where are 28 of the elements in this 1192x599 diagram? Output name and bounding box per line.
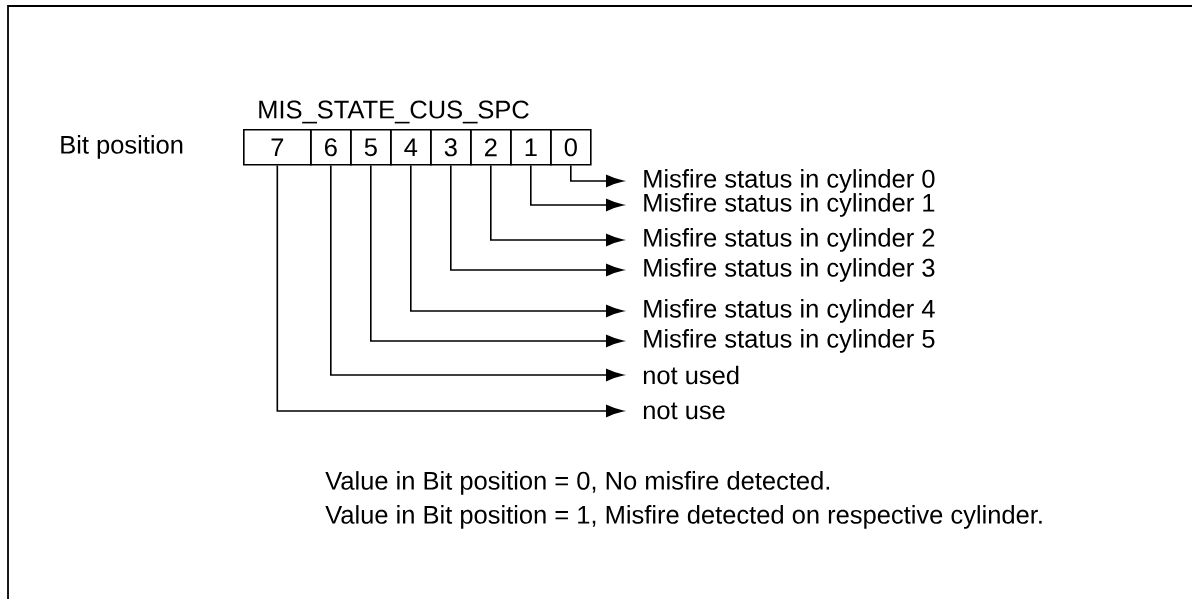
bit-cell: 1	[510, 129, 552, 166]
note-text: Value in Bit position = 0, No misfire detected.	[325, 471, 830, 495]
note-text: Value in Bit position = 1, Misfire detected on respective cylinder.	[325, 505, 1042, 529]
status-text: Misfire status in cylinder 3	[644, 258, 935, 282]
bit-cell: 2	[470, 129, 512, 166]
arrow	[490, 164, 624, 246]
bit-cell: 3	[430, 129, 472, 166]
arrow	[276, 164, 624, 417]
bit-cell: 6	[310, 129, 352, 166]
arrow	[410, 164, 624, 317]
row-label: Bit position	[61, 135, 183, 159]
status-text: Misfire status in cylinder 4	[644, 299, 935, 323]
status-text: not use	[643, 402, 725, 420]
arrow	[330, 164, 624, 381]
arrow	[570, 164, 624, 187]
arrow	[530, 164, 624, 211]
bit-cell: 4	[390, 129, 432, 166]
status-text: Misfire status in cylinder 0	[644, 169, 935, 193]
bit-cell: 0	[550, 129, 592, 166]
bit-cell: 5	[350, 129, 392, 166]
arrow	[450, 164, 624, 276]
status-text: Misfire status in cylinder 1	[644, 193, 935, 217]
bit-cell: 7	[243, 129, 312, 166]
arrow	[370, 164, 624, 347]
status-text: Misfire status in cylinder 5	[644, 329, 935, 353]
status-text: Misfire status in cylinder 2	[644, 228, 935, 252]
status-text: not used	[643, 365, 739, 385]
title-text: MIS_STATE_CUS_SPC	[259, 100, 529, 124]
